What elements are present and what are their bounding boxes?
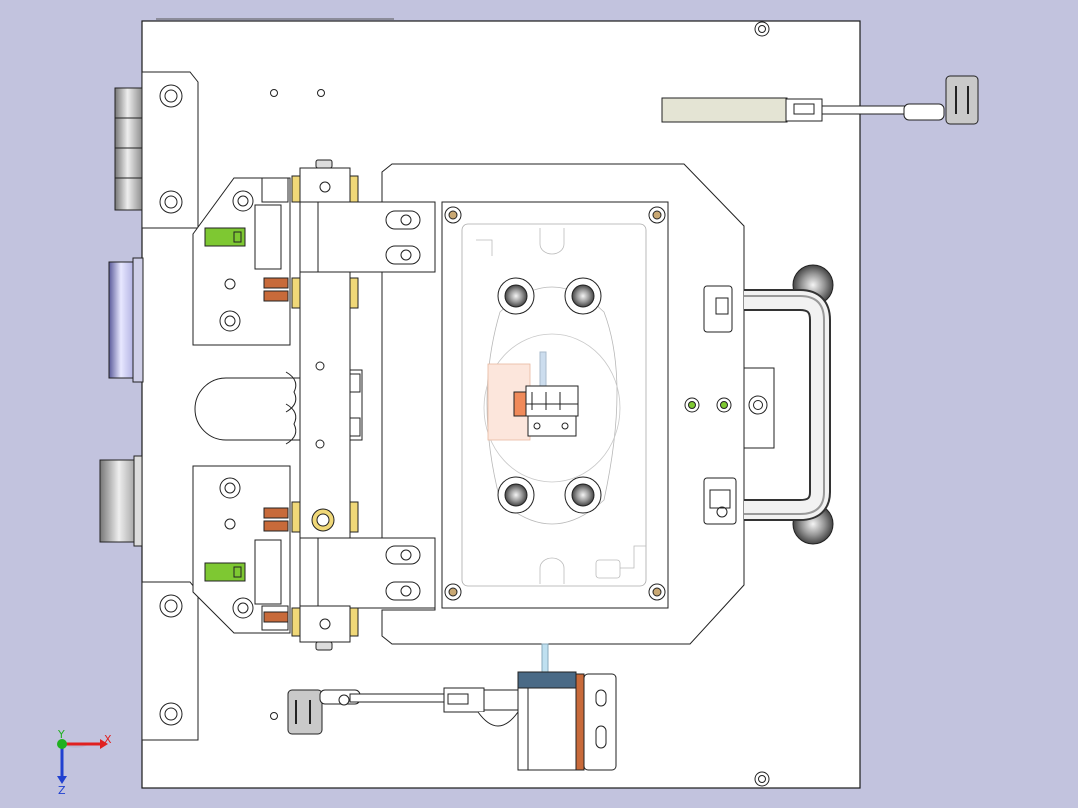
top-right-sensor-arm[interactable] (661, 75, 979, 125)
left-mount-block-bottom[interactable] (141, 581, 199, 741)
lower-clamp-assembly[interactable] (192, 465, 436, 651)
bottom-sensor-arm[interactable] (287, 643, 617, 771)
triad-x-label: X (104, 733, 112, 746)
locating-bushings[interactable] (497, 277, 602, 514)
triad-z-label: Z (58, 784, 66, 797)
coordinate-triad: X Y Z (57, 728, 112, 797)
center-vertical-rail[interactable] (299, 271, 363, 541)
right-bracket[interactable] (684, 285, 775, 525)
grey-cylinder[interactable] (99, 455, 143, 547)
triad-y-axis (57, 739, 67, 749)
center-sensor[interactable] (487, 351, 579, 441)
left-mount-block-top[interactable] (141, 71, 199, 229)
purple-cylinder[interactable] (108, 257, 144, 383)
handle[interactable] (744, 264, 834, 545)
left-slot-block[interactable] (194, 371, 301, 445)
triad-y-label: Y (57, 728, 65, 741)
green-tab-upper (204, 227, 246, 247)
left-connector-strip[interactable] (114, 87, 144, 211)
green-tab-lower (204, 562, 246, 582)
